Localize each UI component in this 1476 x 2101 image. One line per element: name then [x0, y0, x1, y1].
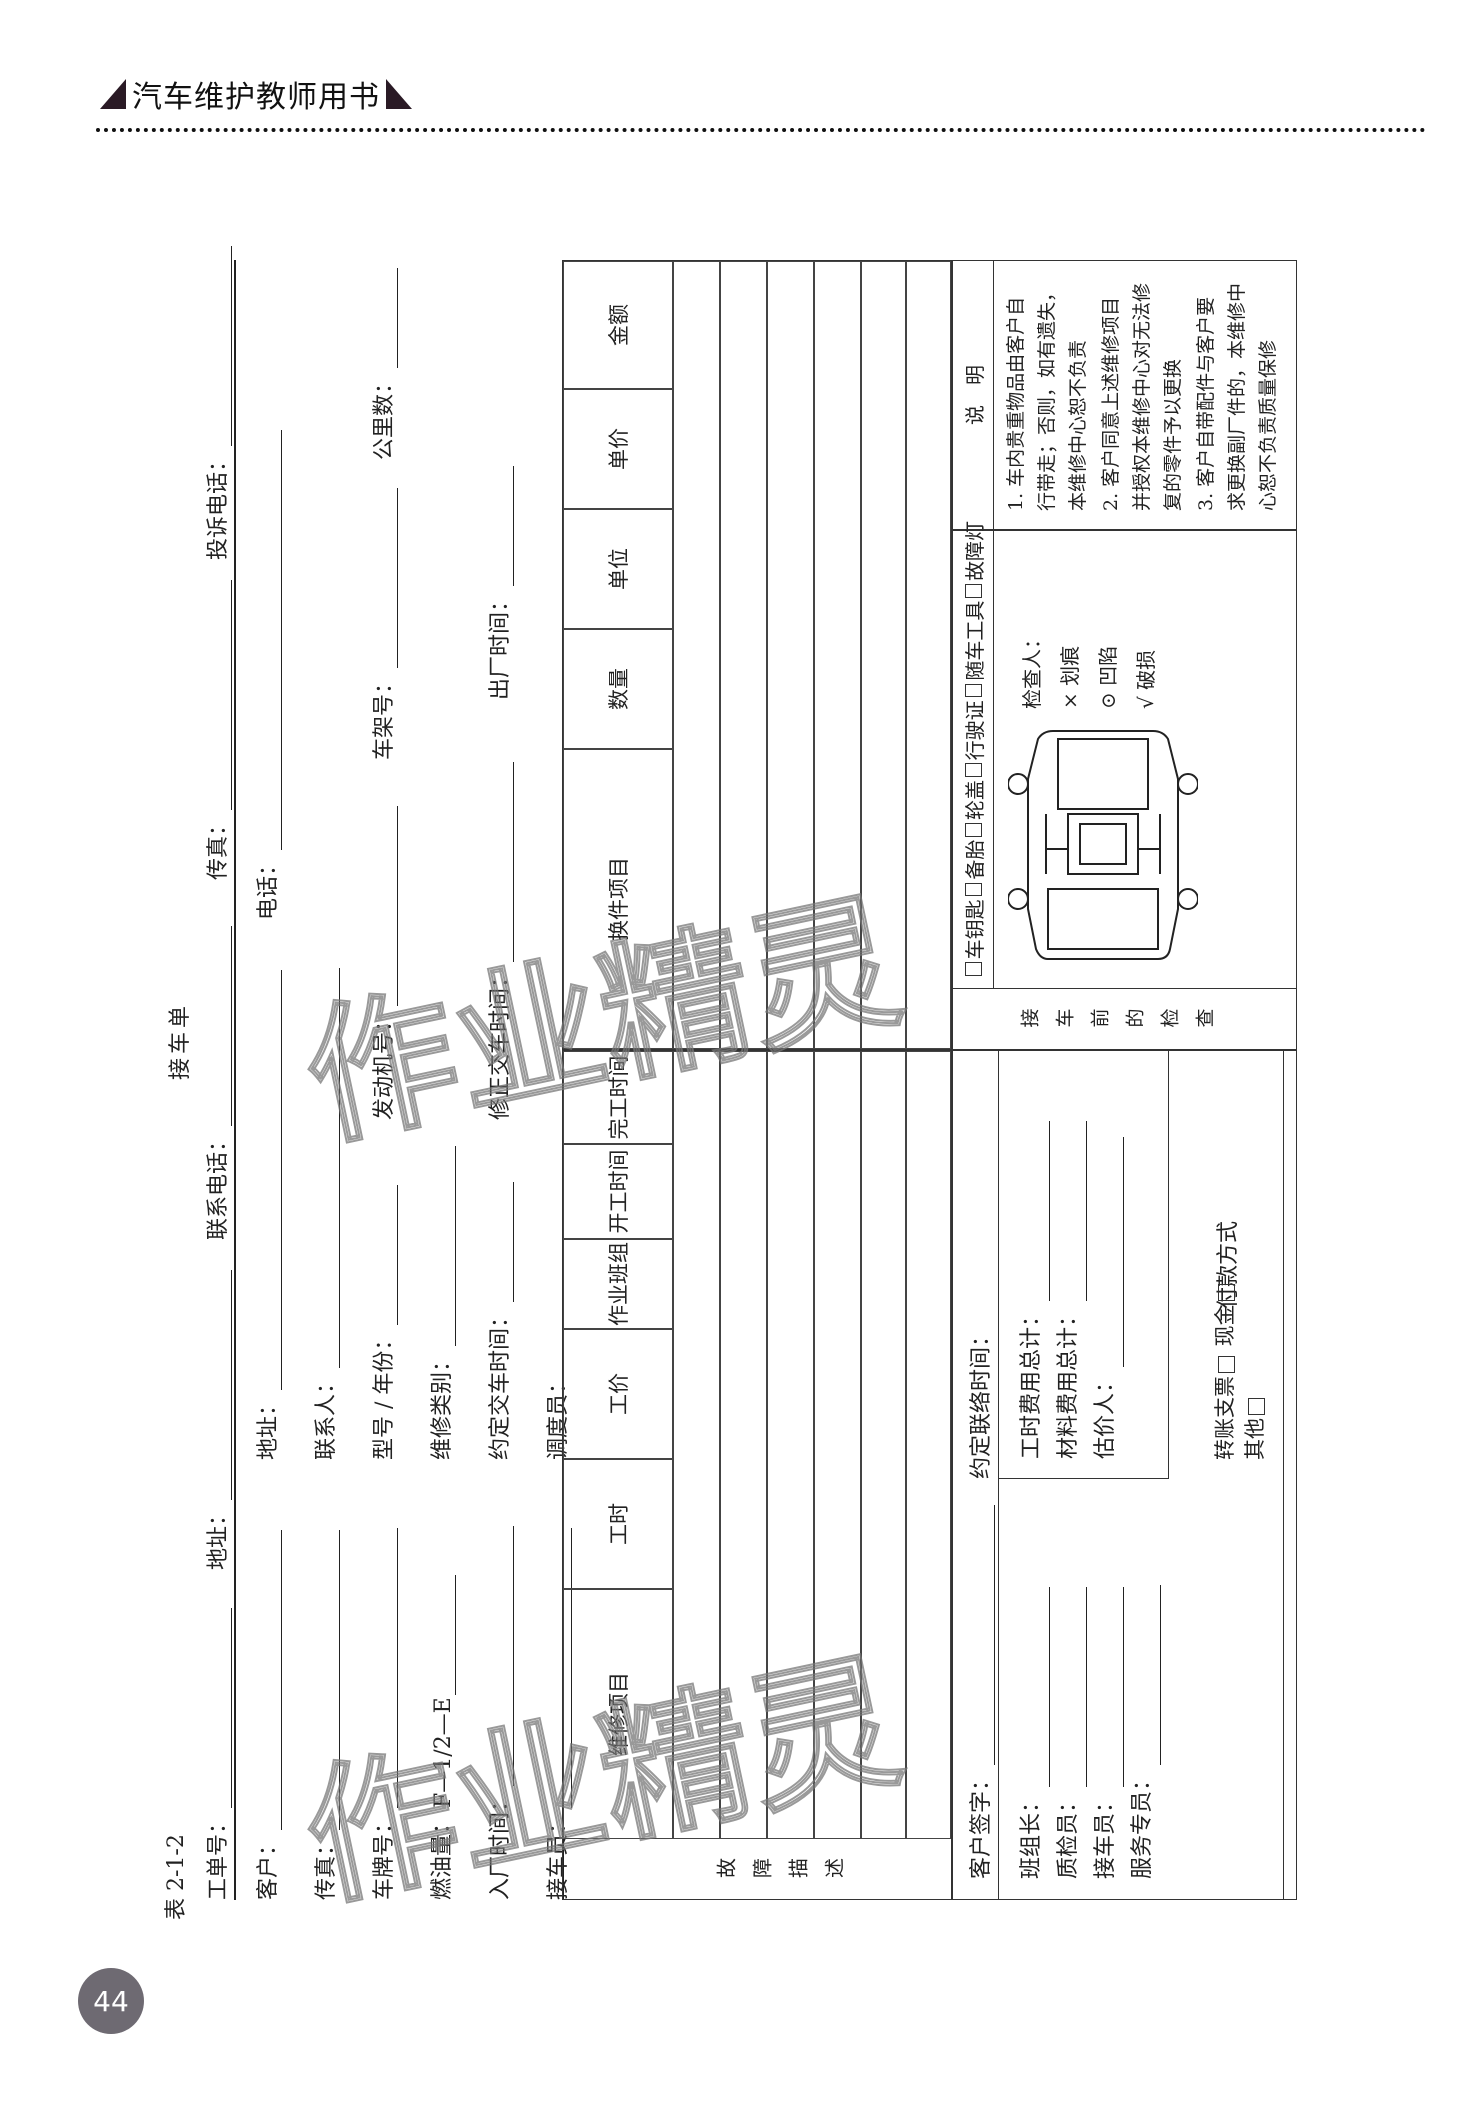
note-item: 3. 客户自带配件与客户要求更换副厂件的，本维修中心恕不负责质量保修	[1195, 282, 1279, 511]
arrival-time-field[interactable]	[491, 1525, 514, 1786]
contact-time-field[interactable]	[973, 1121, 995, 1321]
table-row[interactable]	[861, 1051, 906, 1839]
inspector-field[interactable]	[1064, 1586, 1087, 1787]
table-row[interactable]	[814, 1051, 861, 1839]
divider	[234, 260, 236, 1900]
receptionist-signature-field[interactable]	[1101, 1586, 1124, 1787]
form-title: 接车单	[168, 1001, 193, 1080]
engine-number-field[interactable]	[375, 805, 398, 1006]
header-labor-price: 工价	[563, 1329, 673, 1459]
customer-signature-label: 客户签字：	[969, 1768, 994, 1879]
header-quantity: 数量	[563, 629, 673, 749]
material-total-field[interactable]	[1064, 1120, 1087, 1301]
table-row[interactable]	[814, 261, 861, 1049]
header-unit-price: 单价	[563, 389, 673, 509]
checkbox-hubcap[interactable]	[964, 822, 982, 837]
top-fields: 工单号： 地址： 联系电话： 传真： 投诉电话：	[200, 245, 232, 1900]
complaint-phone-field[interactable]	[209, 245, 232, 446]
book-title: 汽车维护教师用书	[132, 80, 380, 115]
checkbox-cash[interactable]	[1218, 1284, 1235, 1302]
header-finish-time: 完工时间	[563, 1051, 673, 1144]
page-number-badge: 44	[78, 1968, 144, 2034]
vin-field[interactable]	[375, 487, 398, 668]
checkbox-license[interactable]	[964, 763, 982, 777]
triangle-left-icon	[100, 79, 126, 109]
book-header: 汽车维护教师用书	[100, 72, 412, 116]
table-row[interactable]	[767, 261, 814, 1049]
mileage-field[interactable]	[375, 267, 398, 368]
payment-options	[1235, 1020, 1295, 1900]
fuel-level-field[interactable]	[433, 1575, 456, 1696]
departure-time-field[interactable]	[491, 465, 514, 586]
note-item: 1. 车内贵重物品由客户自行带走；否则，如有遗失，本维修中心恕不负责	[1005, 282, 1089, 511]
checkbox-transfer-cheque[interactable]	[1218, 1356, 1235, 1373]
fuel-level-value: F—1/2—E	[431, 1697, 456, 1808]
reception-form: 表 2-1-2 接车单 工单号： 地址： 联系电话： 传真： 投诉电话： 客户：…	[150, 220, 1300, 1940]
customer-address-field[interactable]	[259, 969, 282, 1390]
checkbox-spare-tire[interactable]	[964, 882, 982, 897]
table-caption: 表 2-1-2	[164, 1834, 189, 1920]
header-amount: 金额	[563, 261, 673, 389]
header-work-team: 作业班组	[563, 1239, 673, 1329]
contact-phone-field[interactable]	[209, 925, 232, 1126]
checkbox-other[interactable]	[1248, 1398, 1265, 1415]
legend-scratch: × 划痕	[1058, 645, 1082, 709]
notes-title: 说 明	[953, 261, 994, 529]
customer-fax-field[interactable]	[317, 1529, 340, 1830]
table-row[interactable]	[906, 1051, 951, 1839]
agreed-delivery-time-field[interactable]	[491, 1181, 514, 1302]
checkbox-car-key[interactable]	[964, 962, 982, 976]
fault-description-label: 故障描述	[716, 1857, 860, 1882]
header-repair-item: 维修项目	[563, 1589, 673, 1839]
legend-dent: ⊙ 凹陷	[1096, 645, 1120, 709]
contact-time-label: 约定联络时间：	[969, 1324, 994, 1479]
customer-signature-field[interactable]	[972, 1504, 995, 1765]
address-field[interactable]	[209, 1269, 232, 1500]
table-row[interactable]	[673, 1051, 720, 1839]
service-advisor-field[interactable]	[1138, 1584, 1161, 1765]
estimator-field[interactable]	[1101, 1136, 1124, 1367]
table-row[interactable]	[767, 1051, 814, 1839]
note-item: 2. 客户同意上述维修项目并授权本维修中心对无法修复的零件予以更换	[1100, 282, 1184, 511]
work-order-field[interactable]	[209, 1607, 232, 1808]
customer-field[interactable]	[259, 1529, 282, 1830]
payment-options: 转账支票 现金 其他	[1210, 1281, 1270, 1460]
phone-field[interactable]	[259, 429, 282, 850]
header-unit: 单位	[563, 509, 673, 629]
revised-delivery-time-field[interactable]	[491, 761, 514, 962]
triangle-right-icon	[386, 79, 412, 109]
header-start-time: 开工时间	[563, 1144, 673, 1239]
table-row[interactable]	[720, 261, 767, 1049]
table-row[interactable]	[906, 261, 951, 1049]
car-diagram-icon[interactable]	[1008, 724, 1198, 969]
inspector-label: 检查人：	[1020, 629, 1044, 709]
table-row[interactable]	[673, 261, 720, 1049]
plate-number-field[interactable]	[375, 1527, 398, 1808]
checkbox-tools[interactable]	[964, 683, 982, 698]
pre-inspection-label: 接车前的检查	[1019, 1008, 1230, 1031]
pre-inspection: 接车前的检查 车钥匙 备胎 轮盖 行驶证 随车工具 故障灯	[952, 521, 1297, 1050]
table-row[interactable]	[720, 1051, 767, 1839]
checkbox-warning-light[interactable]	[964, 583, 982, 598]
header-replaced-part: 换件项目	[563, 749, 673, 1049]
legend-damage: √ 破损	[1134, 649, 1158, 709]
customer-vehicle-info: 客户： 地址： 电话： 传真： 联系人： 车牌号： 型号 / 年份： 发动机号：…	[250, 260, 598, 1900]
parts-table: 换件项目 数量 单位 单价 金额	[562, 260, 952, 1050]
header-divider	[96, 128, 1426, 132]
fax-field[interactable]	[209, 579, 232, 810]
repair-items-table: 故障描述 维修项目 工时 工价 作业班组 开工时间 完工时间	[562, 1050, 952, 1900]
notes-box: 说 明 1. 车内贵重物品由客户自行带走；否则，如有遗失，本维修中心恕不负责 2…	[952, 260, 1297, 530]
contact-person-field[interactable]	[317, 967, 340, 1368]
labor-total-field[interactable]	[1027, 1120, 1050, 1301]
header-labor-hours: 工时	[563, 1459, 673, 1589]
team-leader-field[interactable]	[1027, 1586, 1050, 1787]
checklist: 车钥匙 备胎 轮盖 行驶证 随车工具 故障灯	[953, 521, 994, 989]
table-row[interactable]	[861, 261, 906, 1049]
model-year-field[interactable]	[375, 1184, 398, 1325]
repair-type-field[interactable]	[433, 1145, 456, 1346]
